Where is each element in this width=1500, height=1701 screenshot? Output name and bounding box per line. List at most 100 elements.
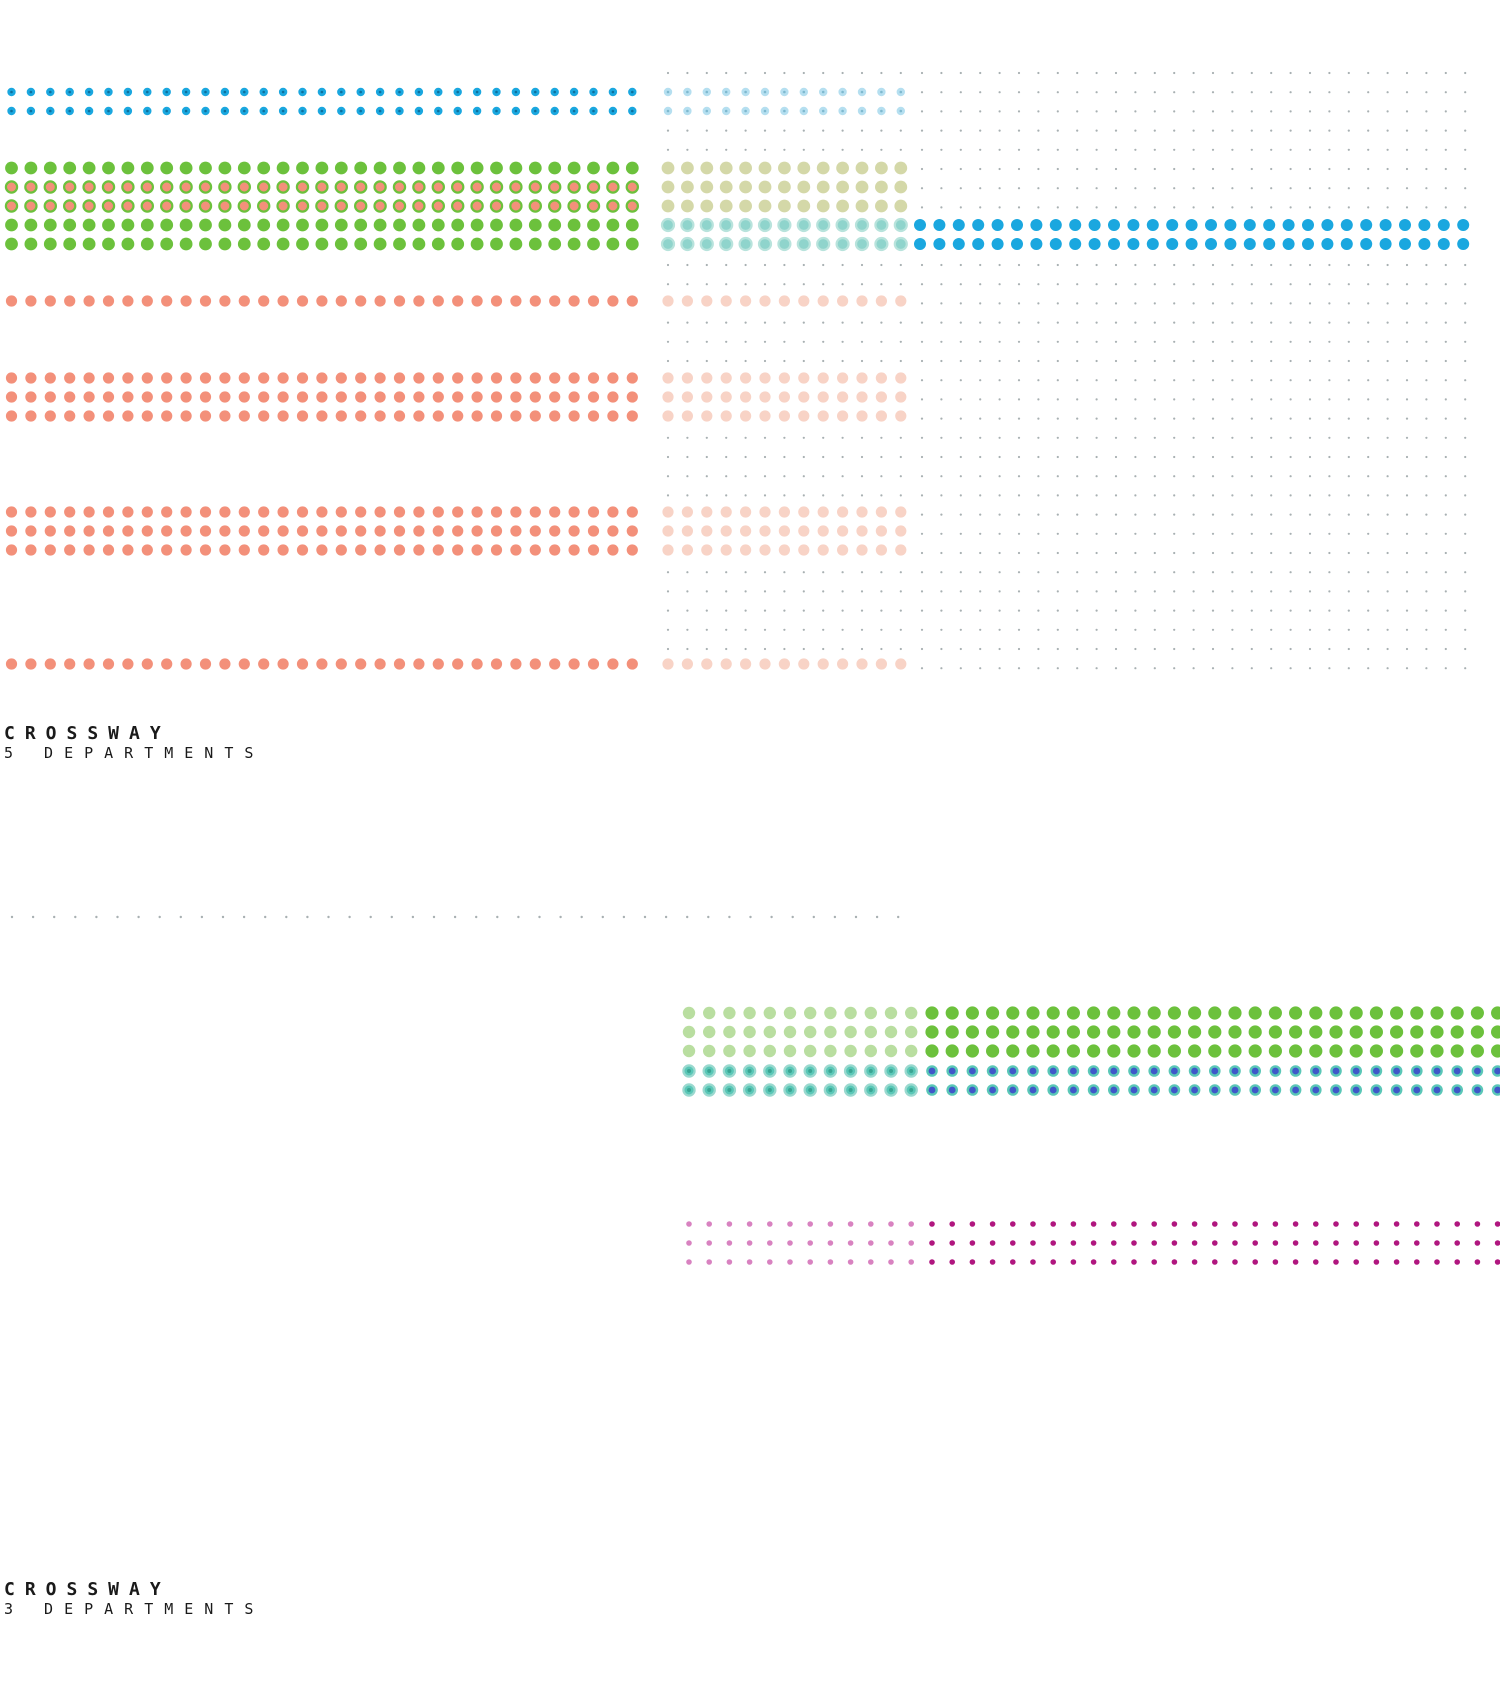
blue-dot (1127, 238, 1140, 250)
grid-dot (1153, 110, 1156, 113)
magenta-dot (1474, 1221, 1481, 1227)
light-green-dot (682, 1025, 696, 1039)
grid-dot (1405, 359, 1409, 363)
grid-dot (1289, 302, 1292, 305)
teal-ringed-dot-center (1292, 1086, 1299, 1094)
grid-dot (998, 283, 1001, 286)
grid-dot (666, 647, 670, 651)
grid-dot (1231, 167, 1234, 171)
guideline-dot (812, 915, 815, 919)
grid-dot (725, 609, 728, 612)
green-dot (945, 1006, 959, 1020)
salmon-dot (83, 544, 95, 556)
light-green-dot (682, 1044, 696, 1058)
light-salmon-dot (681, 391, 694, 403)
magenta-dot (1373, 1221, 1380, 1227)
ringed-dot (334, 180, 348, 194)
salmon-dot (277, 372, 289, 384)
grid-dot (1289, 571, 1292, 574)
grid-dot (1367, 609, 1370, 612)
salmon-dot (316, 391, 328, 403)
grid-dot (959, 187, 962, 190)
olive-dot (894, 199, 908, 213)
teal-dot (660, 217, 676, 233)
grid-dot (1211, 590, 1215, 593)
salmon-dot (626, 525, 638, 537)
salmon-dot (335, 372, 347, 384)
salmon-dot (296, 506, 309, 518)
green-dot (945, 1025, 959, 1039)
grid-dot (1153, 551, 1156, 555)
salmon-dot (5, 525, 18, 537)
grid-dot (1134, 417, 1137, 420)
grid-dot (1173, 340, 1176, 343)
grid-dot (920, 283, 924, 286)
grid-dot (1367, 71, 1370, 75)
salmon-dot (355, 544, 367, 556)
green-dot (1309, 1044, 1323, 1058)
blue-dot (1360, 238, 1373, 250)
blue-dot-center (378, 90, 382, 94)
light-magenta-dot (807, 1259, 813, 1265)
salmon-dot (626, 658, 638, 670)
blue-dot-center (417, 90, 421, 94)
light-salmon-dot (817, 295, 829, 307)
grid-dot (1386, 398, 1389, 401)
grid-dot (998, 340, 1001, 343)
grid-dot (1386, 513, 1389, 516)
grid-dot (920, 340, 924, 343)
guideline-dot (31, 915, 35, 919)
ringed-dot (586, 180, 601, 194)
guideline-dot (664, 915, 668, 919)
light-blue-dot-center (744, 90, 747, 94)
salmon-dot (161, 658, 173, 670)
light-blue-dot-center (724, 109, 728, 113)
caption-5-departments: CROSSWAY 5 DEPARTMENTS (4, 724, 264, 763)
grid-dot (1444, 647, 1447, 651)
grid-dot (744, 647, 747, 651)
grid-dot (822, 321, 825, 324)
light-magenta-dot (686, 1259, 692, 1265)
teal-dot-center (868, 1069, 873, 1073)
grid-dot (1386, 359, 1389, 363)
light-magenta-dot (888, 1259, 894, 1265)
grid-dot (1231, 590, 1234, 593)
grid-dot (1076, 167, 1079, 171)
grid-dot (940, 513, 943, 516)
grid-dot (1367, 148, 1370, 151)
blue-dot-center (378, 109, 382, 113)
green-dot (1006, 1025, 1020, 1039)
salmon-dot (355, 410, 367, 422)
grid-dot (1328, 475, 1331, 478)
grid-dot (763, 436, 767, 439)
grid-dot (802, 455, 805, 459)
grid-dot (1444, 417, 1447, 420)
grid-dot (1114, 359, 1118, 363)
grid-dot (1405, 321, 1409, 324)
grid-dot (822, 283, 825, 286)
salmon-dot (587, 544, 600, 556)
teal-ringed-dot-center (969, 1086, 976, 1094)
teal-ringed-dot-center (928, 1086, 936, 1094)
green-dot (160, 218, 174, 232)
teal-ringed-dot-center (1191, 1067, 1198, 1075)
grid-dot (783, 129, 786, 132)
grid-dot (705, 436, 708, 439)
grid-dot (1037, 628, 1040, 631)
grid-dot (1173, 379, 1176, 382)
ringed-dot (451, 180, 465, 194)
grid-dot (1173, 609, 1176, 612)
grid-dot (920, 513, 924, 516)
salmon-dot (277, 544, 289, 556)
grid-dot (1328, 571, 1331, 574)
light-salmon-dot (778, 372, 791, 384)
salmon-dot (393, 391, 406, 403)
grid-dot (802, 263, 805, 267)
grid-dot (920, 417, 924, 420)
blue-dot-center (126, 109, 130, 113)
teal-dot-center (747, 1088, 752, 1092)
magenta-dot (1454, 1240, 1460, 1246)
grid-dot (1250, 455, 1253, 459)
grid-dot (686, 494, 689, 497)
green-dot (1127, 1025, 1141, 1039)
